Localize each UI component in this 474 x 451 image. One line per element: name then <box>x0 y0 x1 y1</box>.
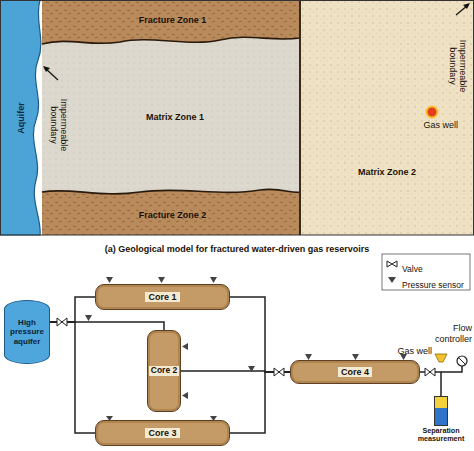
node-text: Matrix Zone 1 <box>146 112 204 122</box>
legend-entry: Pressure sensor <box>402 274 464 292</box>
legend-text: Valve <box>402 264 423 274</box>
label-text: Flow controller <box>414 323 472 344</box>
core-sample: Core 1 <box>95 284 230 310</box>
node-text: Fracture Zone 1 <box>139 15 207 25</box>
label-text: Gas well <box>397 346 432 356</box>
aquifer-region: Aquifer <box>0 0 42 235</box>
core-sample: Core 3 <box>95 420 230 446</box>
legend-text: Pressure sensor <box>402 280 464 290</box>
well-label: Gas well <box>396 120 458 132</box>
separation-tube: Separation measurement <box>410 396 472 448</box>
matrix-zone: Matrix Zone 1 <box>60 45 290 190</box>
controller-label: Flow controller <box>414 318 472 344</box>
pipe-connector <box>230 297 290 372</box>
pipe-connector <box>50 322 95 433</box>
boundary-label: Impermeable boundary <box>444 18 472 114</box>
label-text: Gas well <box>423 120 458 130</box>
node-text: High pressure aquifer <box>5 318 49 346</box>
node-text: Fracture Zone 2 <box>139 210 207 220</box>
legend-entry: Valve <box>402 258 423 276</box>
caption-text: (a) Geological model for fractured water… <box>105 244 370 254</box>
pipe-connector <box>420 372 441 396</box>
core-sample: Core 4 <box>290 360 420 384</box>
node-text: Matrix Zone 2 <box>358 167 416 177</box>
core-sample: Core 2 <box>147 330 181 412</box>
matrix-zone: Matrix Zone 2 <box>300 0 474 235</box>
well-label: Gas well <box>388 346 432 358</box>
tube-body <box>434 396 448 426</box>
fracture-zone: Fracture Zone 2 <box>45 195 300 235</box>
node-text: Core 2 <box>149 366 179 376</box>
node-text: Core 1 <box>145 292 179 302</box>
aquifer-tank: High pressure aquifer <box>4 300 50 364</box>
pipe-connector <box>230 372 290 433</box>
node-text: Separation measurement <box>410 427 472 444</box>
label-text: Impermeable boundary <box>49 82 70 168</box>
label-text: Impermeable boundary <box>448 20 469 112</box>
node-text: Core 4 <box>338 367 372 377</box>
fracture-zone: Fracture Zone 1 <box>45 0 300 40</box>
node-text: Aquifer <box>16 102 26 134</box>
boundary-label: Impermeable boundary <box>48 80 70 170</box>
node-text: Core 3 <box>145 428 179 438</box>
figure-caption: (a) Geological model for fractured water… <box>0 238 474 256</box>
